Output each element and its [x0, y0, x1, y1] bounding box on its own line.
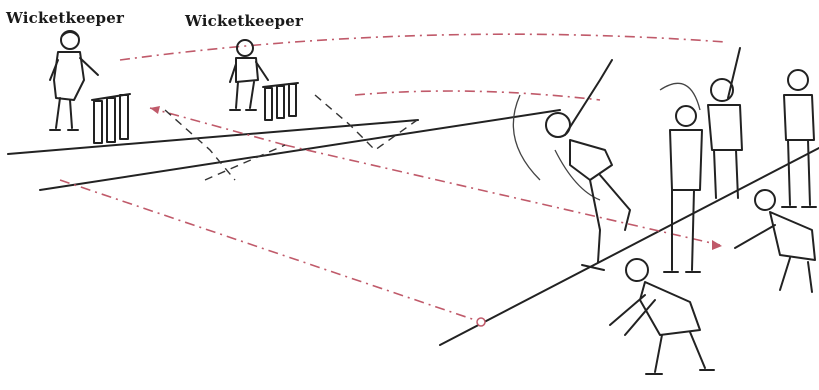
- wicketkeeper-left-figure: [49, 30, 99, 131]
- fielder-crouching-front: [609, 258, 715, 375]
- arrowhead-right: [712, 240, 722, 250]
- ground-throw-path: [59, 179, 476, 321]
- mid-throw-path: [354, 90, 601, 101]
- wicket-right: [262, 82, 299, 121]
- fielder-standing-3: [781, 69, 817, 208]
- wicketkeeper-right-figure: [229, 39, 269, 111]
- fielder-standing-1: [663, 105, 703, 273]
- right-wicketkeeper-label: Wicketkeeper: [185, 12, 304, 30]
- pitch-lines: [7, 109, 819, 346]
- fielder-crouching-right: [734, 189, 816, 293]
- left-wicketkeeper-label: Wicketkeeper: [6, 9, 125, 27]
- wicket-left: [91, 93, 131, 144]
- ball-marker: [476, 317, 486, 327]
- arrowhead-left: [150, 106, 160, 114]
- bowler-figure: [545, 59, 631, 271]
- run-paths: [164, 94, 421, 181]
- throw-to-keeper-path: [149, 107, 286, 146]
- throw-to-fielder-path: [284, 144, 721, 246]
- long-throw-path: [119, 33, 726, 61]
- fielder-standing-2: [707, 47, 743, 199]
- ball-paths: [59, 33, 726, 321]
- motion-arcs: [512, 82, 701, 201]
